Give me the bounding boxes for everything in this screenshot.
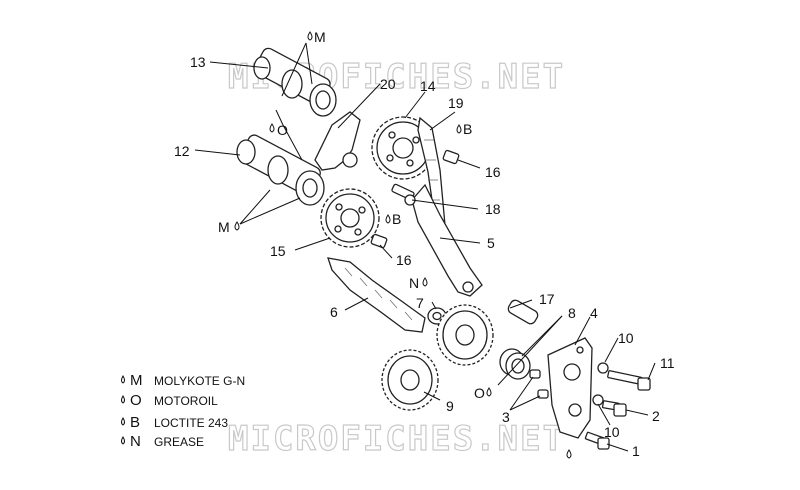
legend-label: MOTOROIL <box>154 394 218 408</box>
lubricant-drop-icons <box>234 31 572 459</box>
lubricant-drop-icon <box>422 277 428 287</box>
callout-2: 2 <box>652 408 660 424</box>
lubricant-drop-icon <box>121 417 125 426</box>
callout-11: 11 <box>660 355 675 371</box>
callout-5: 5 <box>487 235 495 251</box>
watermark-bottom: MICROFICHES.NET <box>228 419 565 459</box>
bolt-16-lower <box>370 233 388 249</box>
marker-B-lower: B <box>392 211 401 227</box>
marker-M-lower: M <box>218 219 230 235</box>
legend-key: B <box>130 414 140 431</box>
callout-3: 3 <box>502 409 510 425</box>
callout-17: 17 <box>539 291 555 307</box>
lubricant-drop-icon <box>269 123 275 133</box>
callout-10-upper: 10 <box>618 330 634 346</box>
callout-14: 14 <box>420 78 436 94</box>
callout-6: 6 <box>330 304 338 320</box>
lubricant-drop-icon <box>307 31 313 41</box>
washer-10-lower <box>592 394 604 406</box>
callout-1: 1 <box>632 443 640 459</box>
marker-B-upper: B <box>463 121 472 137</box>
lubricant-drop-icon <box>486 387 492 397</box>
camshaft-lower <box>236 134 325 206</box>
callout-19: 19 <box>448 95 464 111</box>
legend-label: LOCTITE 243 <box>154 416 228 430</box>
lubricant-drop-icon <box>121 436 125 445</box>
lubricant-drop-icon <box>566 449 572 459</box>
support-plate-4 <box>547 337 593 439</box>
legend-key: M <box>130 372 143 389</box>
bolt-16-upper <box>442 149 460 165</box>
lubricant-drop-icon <box>121 375 125 384</box>
lubricant-drop-icon <box>385 214 391 224</box>
screw-1 <box>584 431 610 450</box>
callout-10-lower: 10 <box>604 424 620 440</box>
marker-O-upper: O <box>277 122 288 138</box>
lubricant-drop-icon <box>121 395 125 404</box>
leader-lines <box>194 42 656 452</box>
marker-O-lower: O <box>474 385 485 401</box>
lubricant-drop-icon <box>456 124 462 134</box>
callout-8: 8 <box>568 305 576 321</box>
needle-bearing-8 <box>499 348 531 380</box>
callout-15: 15 <box>270 243 286 259</box>
dowel-pins-3 <box>529 369 549 399</box>
lubricant-legend: M MOLYKOTE G-N O MOTOROIL B LOCTITE 243 … <box>121 372 245 450</box>
callout-7: 7 <box>416 295 424 311</box>
callout-16-lower: 16 <box>396 252 412 268</box>
marker-M-upper: M <box>314 29 326 45</box>
callout-20: 20 <box>380 76 396 92</box>
callout-18: 18 <box>485 201 501 217</box>
chain-guide-6 <box>327 257 426 333</box>
pin-17 <box>507 299 539 325</box>
screw-11 <box>607 370 651 391</box>
callout-13: 13 <box>190 54 206 70</box>
marker-N: N <box>409 275 419 291</box>
callout-16-upper: 16 <box>485 164 501 180</box>
bolt-18 <box>391 183 416 206</box>
legend-row-N: N GREASE <box>121 433 204 450</box>
callout-4: 4 <box>590 305 598 321</box>
callout-9: 9 <box>446 398 454 414</box>
chain-guide-20 <box>314 111 361 171</box>
legend-key: N <box>130 433 141 450</box>
legend-row-O: O MOTOROIL <box>121 392 218 409</box>
legend-key: O <box>130 392 142 409</box>
legend-label: MOLYKOTE G-N <box>154 374 245 388</box>
screw-2 <box>601 400 627 417</box>
washer-10-upper <box>597 362 609 374</box>
legend-row-M: M MOLYKOTE G-N <box>121 372 245 389</box>
legend-label: GREASE <box>154 435 204 449</box>
lubricant-drop-icon <box>234 221 240 231</box>
legend-row-B: B LOCTITE 243 <box>121 414 228 431</box>
tensioner-slide-5 <box>411 183 483 297</box>
sprocket-15 <box>320 188 380 248</box>
sprocket-14 <box>371 116 435 180</box>
callout-12: 12 <box>174 143 190 159</box>
gear-9 <box>381 304 494 411</box>
